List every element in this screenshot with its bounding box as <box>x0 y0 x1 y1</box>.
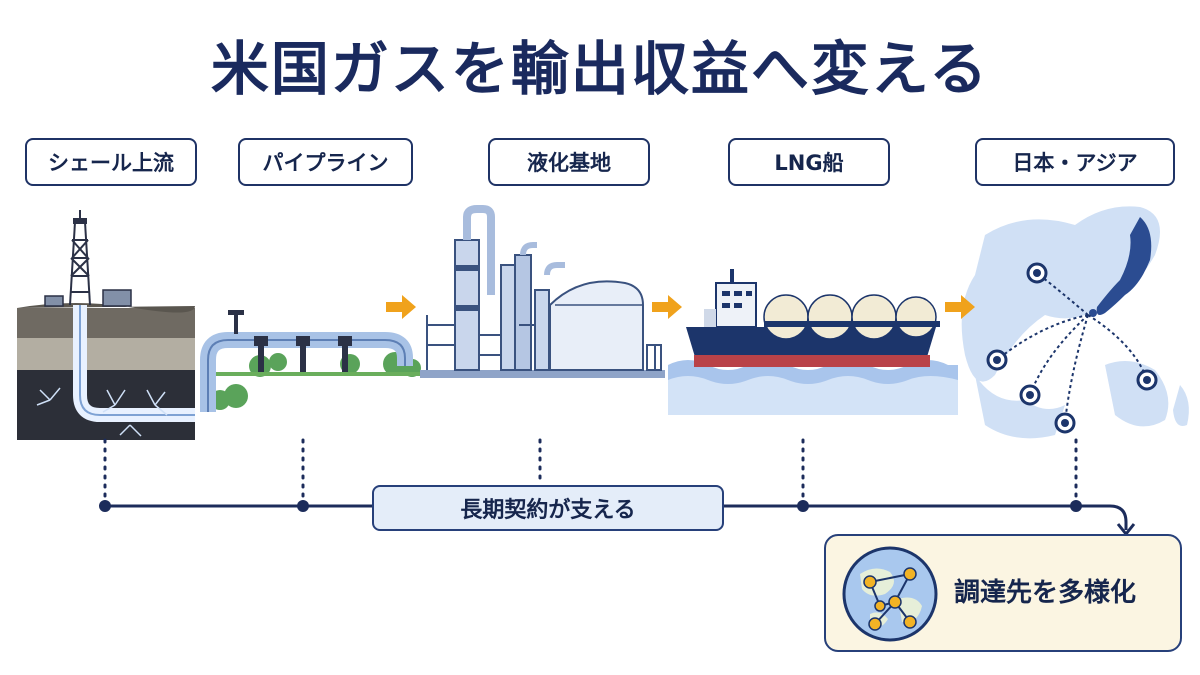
asia-map-icon <box>961 206 1189 439</box>
stage-label-shale: シェール上流 <box>25 138 197 186</box>
diversify-box: 調達先を多様化 <box>824 534 1182 652</box>
flow-arrow-icon <box>652 295 682 319</box>
shale-well-icon <box>17 210 195 440</box>
lng-plant-icon <box>420 205 665 378</box>
stage-label-liquefaction: 液化基地 <box>488 138 650 186</box>
globe-network-icon <box>842 546 938 642</box>
contract-timeline <box>99 438 1136 537</box>
long-term-contract-label: 長期契約が支える <box>372 485 724 531</box>
stage-label-lng-ship: LNG船 <box>728 138 890 186</box>
flow-arrow-icon <box>945 295 975 319</box>
lng-ship-icon <box>668 269 958 415</box>
stage-label-japan-asia: 日本・アジア <box>975 138 1175 186</box>
stage-label-pipeline: パイプライン <box>238 138 413 186</box>
page-title: 米国ガスを輸出収益へ変える <box>210 35 990 103</box>
diversify-label: 調達先を多様化 <box>954 578 1137 608</box>
pipeline-icon <box>200 310 425 412</box>
flow-arrow-icon <box>386 295 416 319</box>
